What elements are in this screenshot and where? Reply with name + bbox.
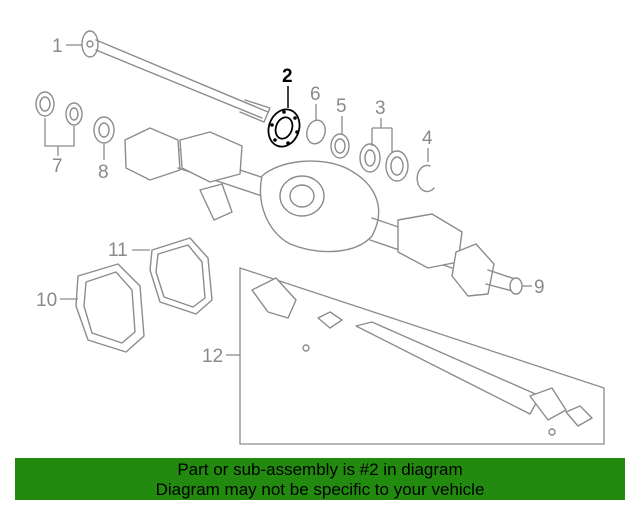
- drive-shaft-part-12[interactable]: [239, 267, 605, 445]
- svg-text:4: 4: [422, 128, 433, 149]
- svg-text:7: 7: [52, 156, 63, 177]
- banner-line-2: Diagram may not be specific to your vehi…: [155, 480, 485, 499]
- svg-text:6: 6: [310, 84, 321, 105]
- svg-text:3: 3: [375, 98, 386, 119]
- info-banner: Part or sub-assembly is #2 in diagram Di…: [15, 458, 625, 500]
- axle-housing: [124, 127, 519, 297]
- seal-part-8[interactable]: [93, 116, 115, 144]
- callout-10: 10: [36, 290, 78, 311]
- snap-ring-part-4[interactable]: [416, 164, 435, 193]
- callout-8: 8: [98, 144, 109, 183]
- svg-text:12: 12: [202, 346, 223, 367]
- banner-line-1: Part or sub-assembly is #2 in diagram: [177, 460, 463, 479]
- yoke-part-9[interactable]: [509, 277, 523, 295]
- axle-shaft-part-1[interactable]: [81, 30, 271, 123]
- svg-text:10: 10: [36, 290, 57, 311]
- bearing-seal-part-3[interactable]: [359, 143, 409, 182]
- axle-parts-diagram: 1 2 6 5 3: [35, 30, 605, 445]
- svg-text:8: 8: [98, 162, 109, 183]
- svg-text:9: 9: [534, 277, 545, 298]
- callout-5: 5: [336, 96, 347, 134]
- callout-12: 12: [202, 346, 240, 367]
- svg-text:5: 5: [336, 96, 347, 117]
- svg-text:1: 1: [52, 36, 63, 57]
- callout-1: 1: [52, 36, 82, 57]
- svg-text:11: 11: [108, 240, 128, 261]
- gasket-part-2[interactable]: [263, 105, 304, 151]
- callout-3: 3: [371, 98, 393, 152]
- bearing-part-5[interactable]: [330, 133, 350, 159]
- callout-11: 11: [108, 240, 150, 261]
- cover-part-10[interactable]: [75, 263, 145, 353]
- callout-9: 9: [522, 277, 545, 298]
- seal-bearing-part-7[interactable]: [35, 91, 83, 126]
- callout-7: 7: [44, 118, 75, 177]
- callout-6: 6: [310, 84, 321, 120]
- callout-2: 2: [282, 66, 293, 108]
- svg-text:2: 2: [282, 66, 293, 87]
- callout-4: 4: [422, 128, 433, 162]
- cover-gasket-part-11[interactable]: [149, 237, 213, 315]
- o-ring-part-6[interactable]: [304, 118, 328, 146]
